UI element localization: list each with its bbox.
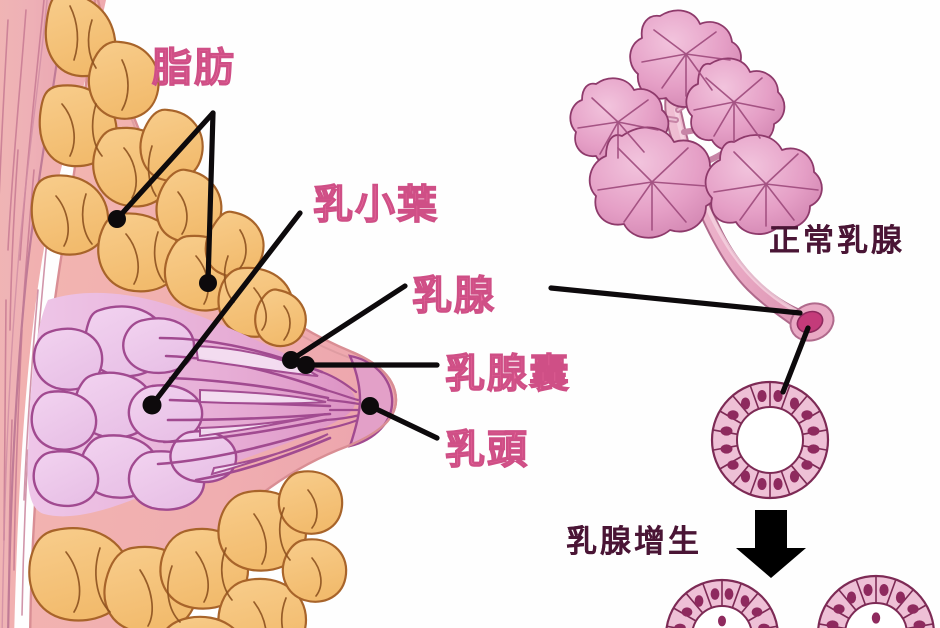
dot-fat-b [199, 274, 217, 292]
normal-duct-cross-section [710, 380, 830, 500]
muscle-outline-edge [7, 0, 67, 628]
leader-normal-gland [548, 285, 803, 316]
dot-fat-a [108, 210, 126, 228]
mammary-lobules [30, 305, 238, 511]
leader-fat-a [114, 110, 216, 222]
cell-nuclei [720, 390, 820, 490]
leader-lobule [149, 210, 303, 408]
leader-lines [114, 110, 811, 441]
down-arrow-icon [736, 510, 806, 578]
leader-duct-section [780, 325, 811, 395]
duct-lumen [736, 406, 804, 474]
leader-gland [288, 283, 408, 363]
fat-lobule-creases [55, 5, 291, 341]
dot-lobule [142, 395, 162, 415]
breast-cross-section-panel [0, 0, 398, 628]
leader-dots [108, 210, 379, 415]
duct-opening-lumen [796, 310, 824, 334]
leader-fat-b [205, 110, 216, 286]
alveoli-divisions [577, 29, 819, 231]
hyperplastic-duct-left [665, 578, 779, 628]
muscle-outline-inner [1, 0, 48, 628]
normal-gland-panel [569, 9, 935, 628]
dot-gland [282, 351, 300, 369]
hyperplastic-duct-right [817, 574, 935, 628]
leader-nipple [367, 403, 440, 441]
dot-nipple [361, 397, 379, 415]
dot-cyst [297, 356, 315, 374]
duct-lumens [194, 344, 329, 476]
